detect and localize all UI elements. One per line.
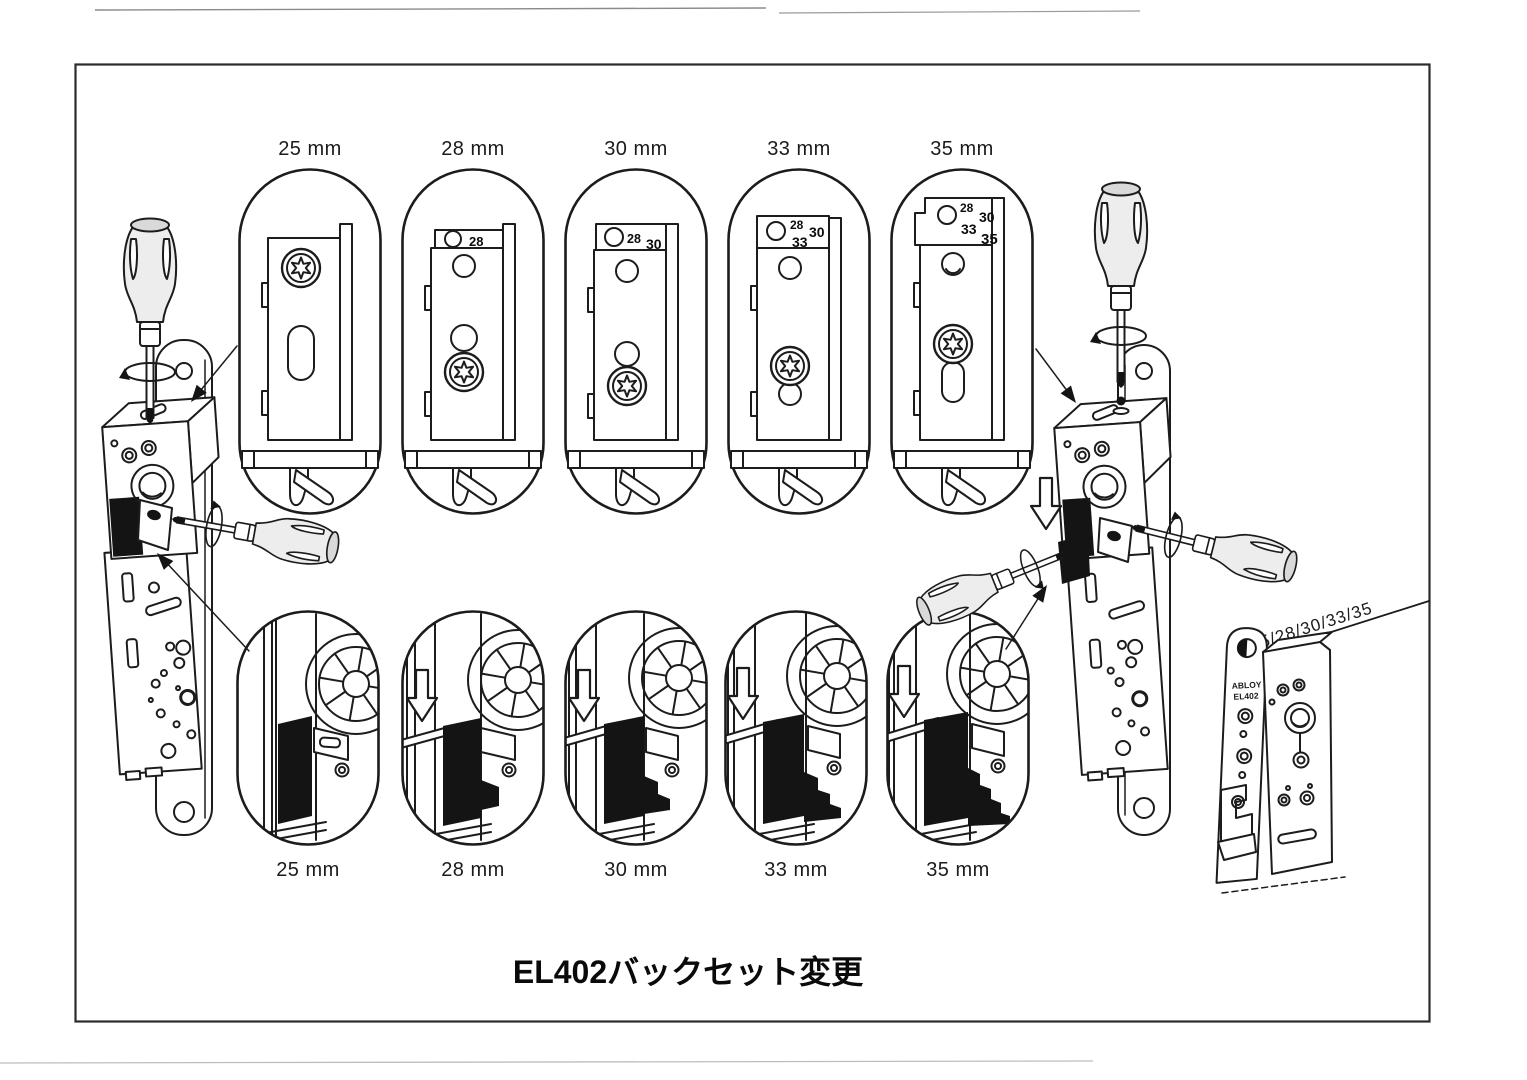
bottom-callout-label-28mm: 28 mm <box>441 859 505 881</box>
backset-screw <box>769 345 811 387</box>
scale-mark: 28 <box>469 234 483 249</box>
top-callout-25mm <box>238 168 382 515</box>
bottom-callout-label-35mm: 35 mm <box>926 859 990 881</box>
bottom-callout-label-25mm: 25 mm <box>276 859 340 881</box>
bottom-callout-35mm <box>886 610 1030 846</box>
keyhole-slot <box>941 361 965 403</box>
spindle-hole <box>941 252 965 276</box>
page-title: EL402バックセット変更 <box>513 954 864 990</box>
model-label: EL402 <box>1233 690 1259 701</box>
spindle-hole <box>615 259 639 283</box>
top-callout-28mm: 28 <box>401 168 545 515</box>
right-lock-assembly <box>910 181 1303 836</box>
bottom-callout-28mm <box>401 610 545 846</box>
left-lock-assembly <box>101 217 344 836</box>
spindle-hole <box>452 254 476 278</box>
lock-case-upper <box>101 396 220 560</box>
bottom-callout-label-30mm: 30 mm <box>604 859 668 881</box>
top-callout-label-30mm: 30 mm <box>604 138 668 160</box>
spindle-hole <box>778 256 802 280</box>
bottom-callout-label-33mm: 33 mm <box>764 859 828 881</box>
keyhole-slot <box>450 324 478 352</box>
scan-artifacts <box>0 7 1141 1064</box>
backset-screw <box>280 247 322 289</box>
latch-block <box>1058 534 1090 584</box>
latch-block <box>278 716 312 824</box>
diagram-frame <box>74 63 1431 1023</box>
latch-block <box>924 712 968 826</box>
down-arrow-icon <box>1029 476 1063 531</box>
latch-block <box>443 718 481 826</box>
top-callout-33mm: 28 30 33 <box>727 168 871 515</box>
keyhole-slot <box>287 325 315 381</box>
scale-mark: 30 <box>979 209 995 225</box>
brand-label: ABLOY <box>1231 679 1262 691</box>
bottom-callout-33mm <box>724 610 868 846</box>
top-callout-30mm: 28 30 <box>564 168 708 515</box>
backset-screw <box>606 365 648 407</box>
bottom-callout-25mm <box>236 610 380 846</box>
latch-window <box>109 496 144 557</box>
backset-screw <box>443 351 485 393</box>
top-callout-label-25mm: 25 mm <box>278 138 342 160</box>
side-lock-diagram: 25/28/30/33/35 ABLOY EL402 <box>1215 598 1430 894</box>
latch-block <box>604 716 644 824</box>
scale-mark: 30 <box>809 224 825 240</box>
latch-block <box>763 714 804 824</box>
backset-screw <box>932 323 974 365</box>
lock-case-lower <box>103 546 203 781</box>
arrow-icon <box>1059 384 1083 408</box>
scale-mark: 28 <box>790 218 804 232</box>
scale-mark: 28 <box>627 232 641 246</box>
scale-mark: 28 <box>960 201 974 215</box>
top-callout-label-35mm: 35 mm <box>930 138 994 160</box>
top-callout-label-33mm: 33 mm <box>767 138 831 160</box>
scale-mark: 33 <box>961 221 977 237</box>
top-callout-35mm: 28 30 33 35 <box>890 168 1034 515</box>
bottom-callout-30mm <box>564 610 708 846</box>
scale-mark: 35 <box>981 231 998 248</box>
latch-bracket <box>137 499 173 551</box>
top-callout-label-28mm: 28 mm <box>441 138 505 160</box>
scale-mark: 33 <box>792 234 808 250</box>
scale-mark: 30 <box>646 236 662 252</box>
lock-case-lower <box>1065 546 1169 782</box>
